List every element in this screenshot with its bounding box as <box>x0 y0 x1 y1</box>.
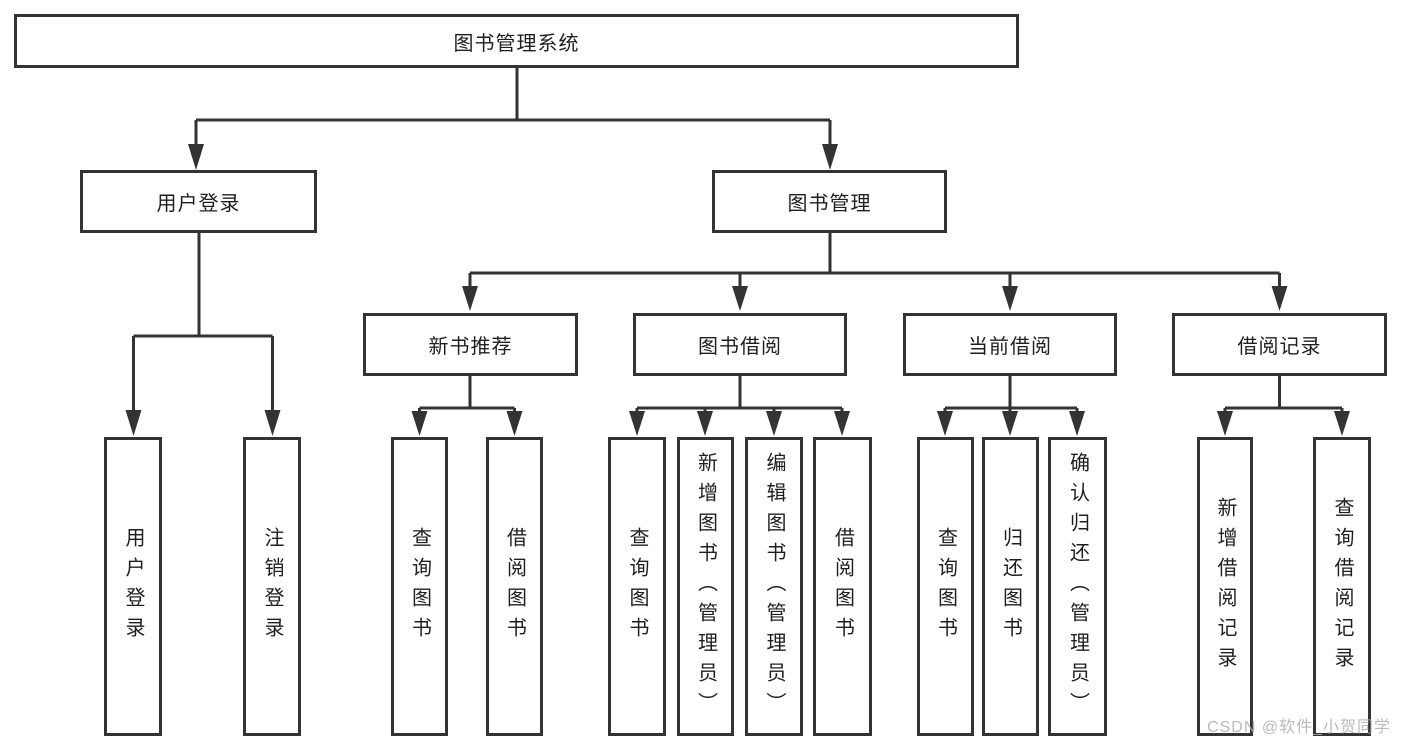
node-label: 借阅图书 <box>503 526 526 647</box>
connector-newbook-to-children <box>418 376 516 414</box>
connector-bookmgmt-to-level3 <box>468 233 1281 288</box>
node-label: 用户登录 <box>122 526 144 647</box>
arrowheads <box>125 144 1350 436</box>
node-label: 新书推荐 <box>428 336 513 358</box>
leaf-query-borrow-record: 查询借阅记录 <box>1313 437 1371 736</box>
leaf-borrow-books-recommend: 借阅图书 <box>486 437 543 736</box>
connector-records-to-children <box>1223 376 1344 414</box>
leaf-query-books-recommend: 查询图书 <box>391 437 448 736</box>
node-label: 图书管理系统 <box>453 32 580 55</box>
connector-userlogin-to-children <box>132 233 274 412</box>
leaf-edit-books-admin: 编辑图书（管理员） <box>745 437 803 736</box>
node-borrow-records: 借阅记录 <box>1172 313 1387 376</box>
node-label: 借阅图书 <box>831 526 854 647</box>
node-label: 新增图书（管理员） <box>694 451 717 722</box>
leaf-borrow-books: 借阅图书 <box>813 437 872 736</box>
node-label: 编辑图书（管理员） <box>763 451 785 722</box>
connector-bookborrow-to-children <box>635 376 844 414</box>
node-label: 查询借阅记录 <box>1331 496 1353 677</box>
node-book-borrow: 图书借阅 <box>633 313 847 376</box>
leaf-confirm-return-admin: 确认归还（管理员） <box>1048 437 1107 736</box>
node-label: 查询图书 <box>626 526 648 647</box>
node-book-management: 图书管理 <box>712 170 947 233</box>
csdn-watermark: CSDN @软件_小贺同学 <box>1207 719 1391 736</box>
leaf-add-borrow-record: 新增借阅记录 <box>1197 437 1253 736</box>
leaf-user-login: 用户登录 <box>104 437 162 736</box>
node-new-book-recommend: 新书推荐 <box>363 313 578 376</box>
node-label: 用户登录 <box>156 193 241 215</box>
node-label: 当前借阅 <box>968 336 1052 358</box>
node-label: 注销登录 <box>261 526 283 647</box>
leaf-return-books: 归还图书 <box>982 437 1039 736</box>
connector-currentborrow-to-children <box>943 376 1079 414</box>
leaf-query-books-borrow: 查询图书 <box>608 437 666 736</box>
connector-root-to-level2 <box>194 68 832 146</box>
node-user-login-group: 用户登录 <box>80 170 317 233</box>
node-label: 图书借阅 <box>698 336 782 358</box>
leaf-query-books-current: 查询图书 <box>917 437 974 736</box>
node-current-borrow: 当前借阅 <box>903 313 1117 376</box>
node-label: 查询图书 <box>408 526 431 647</box>
node-label: 图书管理 <box>787 193 872 215</box>
node-label: 新增借阅记录 <box>1214 496 1236 677</box>
node-label: 查询图书 <box>934 526 957 647</box>
node-label: 借阅记录 <box>1237 336 1322 358</box>
leaf-add-books-admin: 新增图书（管理员） <box>677 437 734 736</box>
node-label: 确认归还（管理员） <box>1066 451 1089 722</box>
node-label: 归还图书 <box>999 526 1022 647</box>
leaf-logout: 注销登录 <box>243 437 301 736</box>
node-library-management-system: 图书管理系统 <box>14 14 1019 68</box>
